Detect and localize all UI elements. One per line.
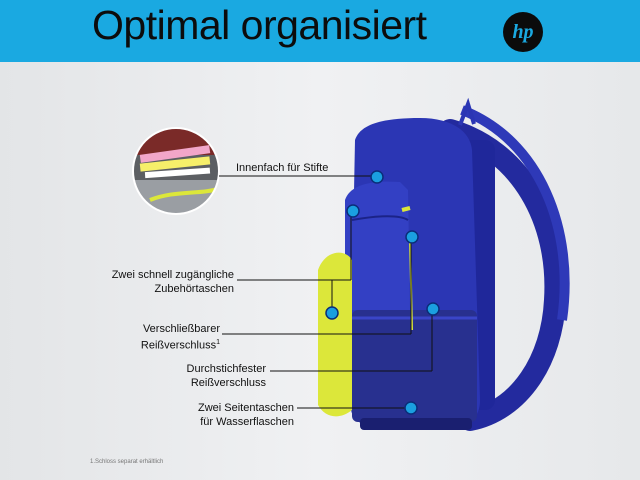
callout-zubehoer-line1: Zwei schnell zugängliche (111, 269, 234, 281)
callout-seiten-line1: Zwei Seitentaschen (198, 402, 294, 414)
callout-innenfach: Innenfach für Stifte (236, 162, 329, 174)
hp-logo: hp (503, 12, 543, 52)
callout-seitentaschen: Zwei Seitentaschen für Wasserflaschen (170, 401, 294, 429)
header-banner: Optimal organisiert hp (0, 0, 640, 62)
footnote-marker: 1 (216, 339, 220, 346)
marker-dot (426, 302, 440, 316)
marker-dot (346, 204, 360, 218)
callout-verschliess-line1: Verschließbarer (142, 323, 220, 335)
callout-zubehoer: Zwei schnell zugängliche Zubehörtaschen (90, 268, 234, 296)
callout-seiten-line2: für Wasserflaschen (200, 416, 294, 428)
strap-top (460, 105, 570, 321)
callout-durchstich-line1: Durchstichfester (186, 363, 266, 375)
marker-dot (404, 401, 418, 415)
callout-lines (219, 175, 433, 409)
callout-verschliessbar: Verschließbarer Reißverschluss1 (100, 322, 220, 353)
footnote: 1.Schloss separat erhältlich (90, 459, 164, 465)
front-pocket (345, 181, 410, 310)
callout-verschliess-line2-wrap: Reißverschluss1 (100, 336, 220, 353)
callout-verschliess-line2: Reißverschluss (140, 339, 217, 352)
inset-frame (132, 127, 220, 215)
marker-dot (325, 306, 339, 320)
zipper-pull-yellow (401, 206, 411, 212)
page-title: Optimal organisiert (92, 2, 427, 48)
lower-mesh-pocket (352, 310, 477, 422)
marker-dots (325, 170, 440, 415)
callout-durchstich-line2: Reißverschluss (190, 377, 266, 389)
callout-zubehoer-line2: Zubehörtaschen (154, 283, 235, 295)
backpack-base (360, 418, 472, 430)
marker-dot (405, 230, 419, 244)
inset-pen-compartment (133, 128, 219, 214)
shoulder-strap (439, 119, 567, 431)
top-zipper (351, 215, 409, 221)
marker-dot (370, 170, 384, 184)
top-handle (458, 97, 476, 126)
callout-durchstichfest: Durchstichfester Reißverschluss (140, 362, 266, 390)
